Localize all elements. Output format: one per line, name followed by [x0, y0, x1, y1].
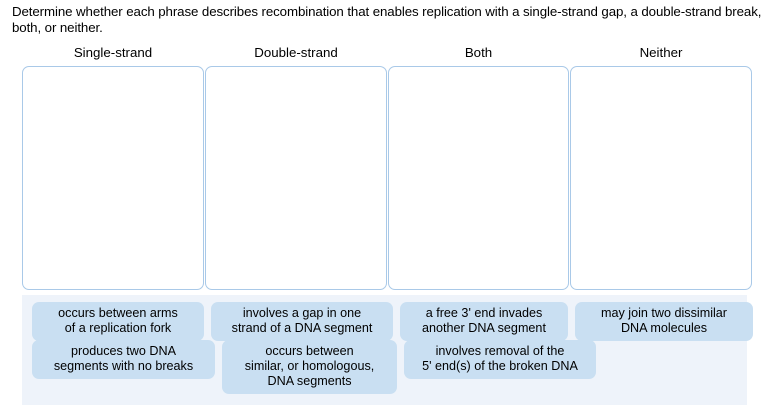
question-prompt: Determine whether each phrase describes … — [12, 4, 762, 35]
column-header-neither: Neither — [639, 45, 683, 60]
dropzone-both[interactable] — [388, 66, 569, 290]
column-neither: Neither — [570, 44, 752, 292]
column-single-strand: Single-strand — [22, 44, 204, 292]
column-header-single-strand: Single-strand — [73, 45, 153, 60]
phrase-tile[interactable]: occurs between arms of a replication for… — [32, 302, 204, 341]
category-columns: Single-strand Double-strand Both Neither — [0, 44, 780, 292]
dropzone-neither[interactable] — [570, 66, 752, 290]
column-header-both: Both — [464, 45, 493, 60]
phrase-tile-bank: occurs between arms of a replication for… — [22, 295, 753, 405]
column-header-double-strand: Double-strand — [254, 45, 338, 60]
column-both: Both — [388, 44, 569, 292]
tile-row: occurs between arms of a replication for… — [22, 302, 757, 341]
phrase-tile[interactable]: occurs between similar, or homologous, D… — [222, 340, 397, 394]
dropzone-single-strand[interactable] — [22, 66, 204, 290]
tile-row: produces two DNA segments with no breaks… — [22, 340, 757, 394]
phrase-tile[interactable]: may join two dissimilar DNA molecules — [575, 302, 753, 341]
phrase-tile[interactable]: a free 3' end invades another DNA segmen… — [400, 302, 568, 341]
phrase-tile[interactable]: involves a gap in one strand of a DNA se… — [211, 302, 393, 341]
phrase-tile[interactable]: involves removal of the 5' end(s) of the… — [404, 340, 596, 379]
phrase-tile[interactable]: produces two DNA segments with no breaks — [32, 340, 215, 379]
column-double-strand: Double-strand — [205, 44, 387, 292]
dropzone-double-strand[interactable] — [205, 66, 387, 290]
